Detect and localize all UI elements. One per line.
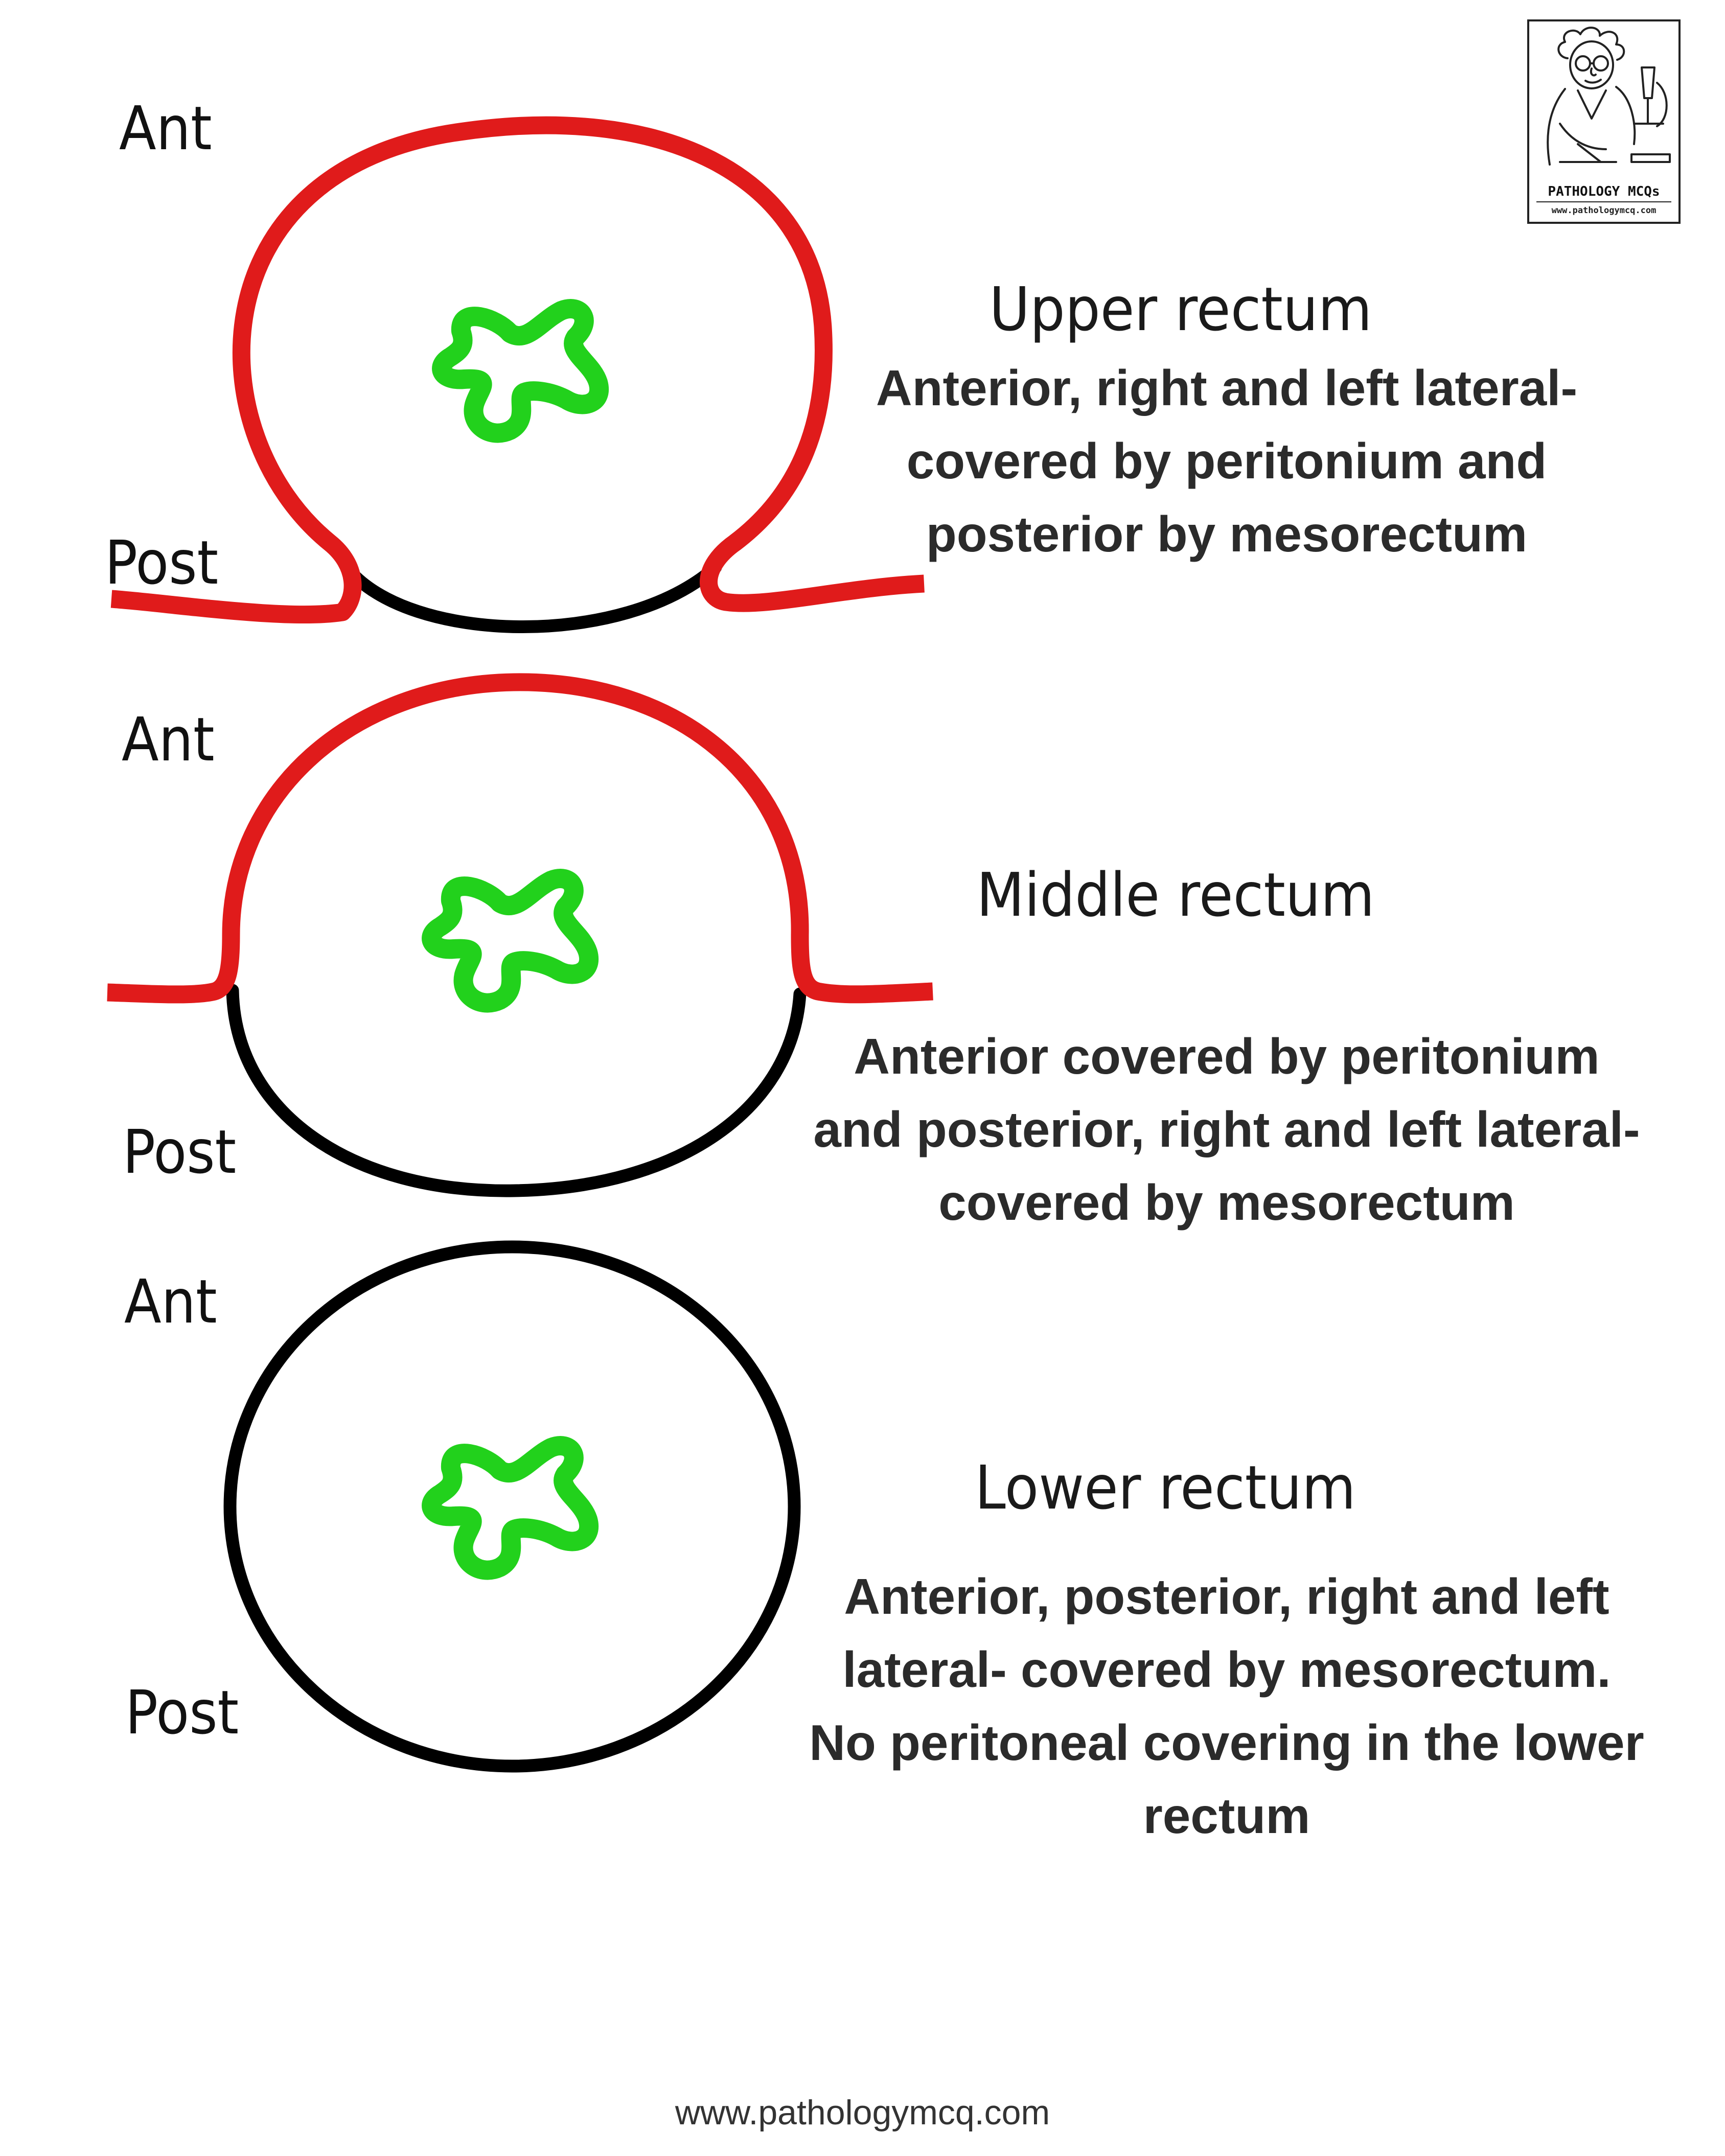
upper-desc-line: Anterior, right and left lateral-	[876, 360, 1578, 416]
scientist-microscope-icon	[1547, 27, 1671, 166]
middle-ant-label: Ant	[122, 704, 215, 775]
lower-post-label: Post	[125, 1677, 239, 1748]
logo-title: PATHOLOGY MCQs	[1548, 184, 1660, 199]
logo-url: www.pathologymcq.com	[1551, 205, 1657, 216]
lower-rectum-description: Anterior, posterior, right and left late…	[777, 1560, 1676, 1852]
upper-lumen	[442, 309, 599, 433]
upper-desc-line: posterior by mesorectum	[926, 506, 1528, 562]
upper-mesorectum-arc	[341, 561, 722, 633]
lower-mesorectum-circle	[223, 1240, 801, 1773]
lower-rectum-diagram	[223, 1240, 801, 1773]
lower-ant-label: Ant	[124, 1266, 217, 1337]
middle-rectum-diagram	[107, 673, 933, 1197]
middle-rectum-description: Anterior covered by peritonium and poste…	[777, 1020, 1676, 1239]
middle-desc-line: Anterior covered by peritonium	[854, 1028, 1600, 1084]
middle-desc-line: and posterior, right and left lateral-	[813, 1101, 1640, 1157]
middle-mesorectum-arc	[226, 984, 807, 1197]
middle-peritoneum-line	[107, 673, 933, 1004]
upper-rectum-description: Anterior, right and left lateral- covere…	[787, 352, 1666, 571]
lower-rectum-title: Lower rectum	[975, 1452, 1356, 1523]
upper-desc-line: covered by peritonium and	[906, 433, 1547, 489]
upper-post-label: Post	[105, 527, 219, 598]
footer-url: www.pathologymcq.com	[675, 2093, 1050, 2132]
logo-divider	[1536, 201, 1671, 202]
middle-rectum-title: Middle rectum	[976, 860, 1375, 930]
middle-lumen	[431, 878, 589, 1003]
lower-lumen	[431, 1446, 589, 1570]
lower-desc-line: Anterior, posterior, right and left	[844, 1568, 1609, 1625]
upper-ant-label: Ant	[119, 93, 212, 164]
pathology-mcqs-logo: PATHOLOGY MCQs www.pathologymcq.com	[1527, 19, 1681, 224]
lower-desc-line: rectum	[1143, 1788, 1310, 1844]
upper-rectum-diagram	[110, 116, 925, 633]
lower-desc-line: lateral- covered by mesorectum.	[842, 1641, 1611, 1698]
middle-desc-line: covered by mesorectum	[938, 1174, 1515, 1231]
upper-peritoneum-line	[110, 116, 925, 624]
lower-desc-line: No peritoneal covering in the lower	[809, 1714, 1644, 1771]
upper-rectum-title: Upper rectum	[989, 274, 1372, 344]
middle-post-label: Post	[123, 1117, 237, 1187]
